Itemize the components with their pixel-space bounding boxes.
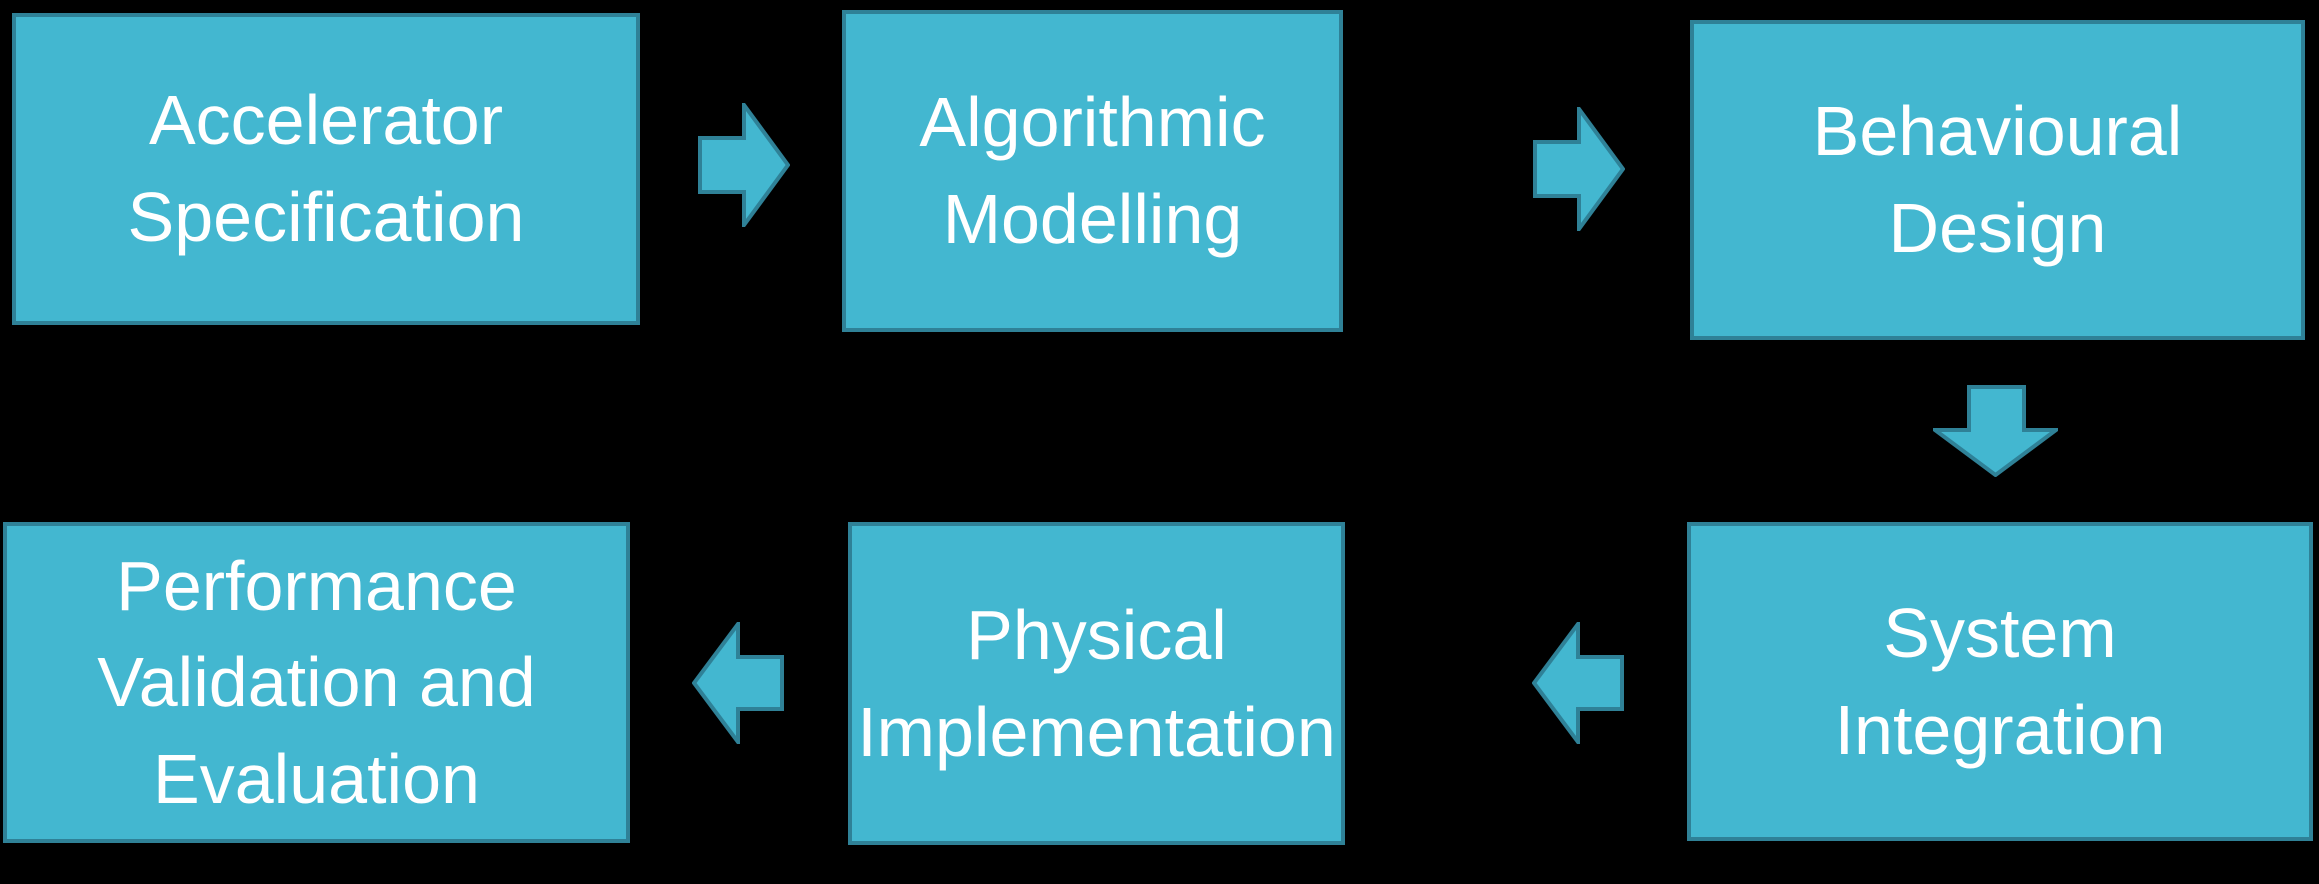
flowchart-box-performance-validation-evaluation: Performance Validation and Evaluation (3, 522, 630, 843)
arrow-left-icon (1532, 622, 1624, 744)
flowchart-box-system-integration: System Integration (1687, 522, 2313, 841)
box-label-accelerator-specification: Accelerator Specification (127, 81, 525, 256)
flowchart-box-accelerator-specification: Accelerator Specification (12, 13, 640, 325)
box-label-algorithmic-modelling: Algorithmic Modelling (919, 83, 1266, 258)
box-label-performance-validation-evaluation: Performance Validation and Evaluation (97, 546, 536, 818)
arrow-right-icon (698, 103, 790, 227)
box-label-behavioural-design: Behavioural Design (1812, 92, 2183, 267)
flowchart-box-algorithmic-modelling: Algorithmic Modelling (842, 10, 1343, 332)
arrow-left-icon (692, 622, 784, 744)
arrow-down-icon (1933, 385, 2058, 477)
flowchart-box-physical-implementation: Physical Implementation (848, 522, 1345, 845)
arrow-right-icon (1533, 107, 1625, 231)
box-label-system-integration: System Integration (1834, 593, 2166, 769)
box-label-physical-implementation: Physical Implementation (857, 595, 1336, 771)
flowchart-box-behavioural-design: Behavioural Design (1690, 20, 2305, 340)
